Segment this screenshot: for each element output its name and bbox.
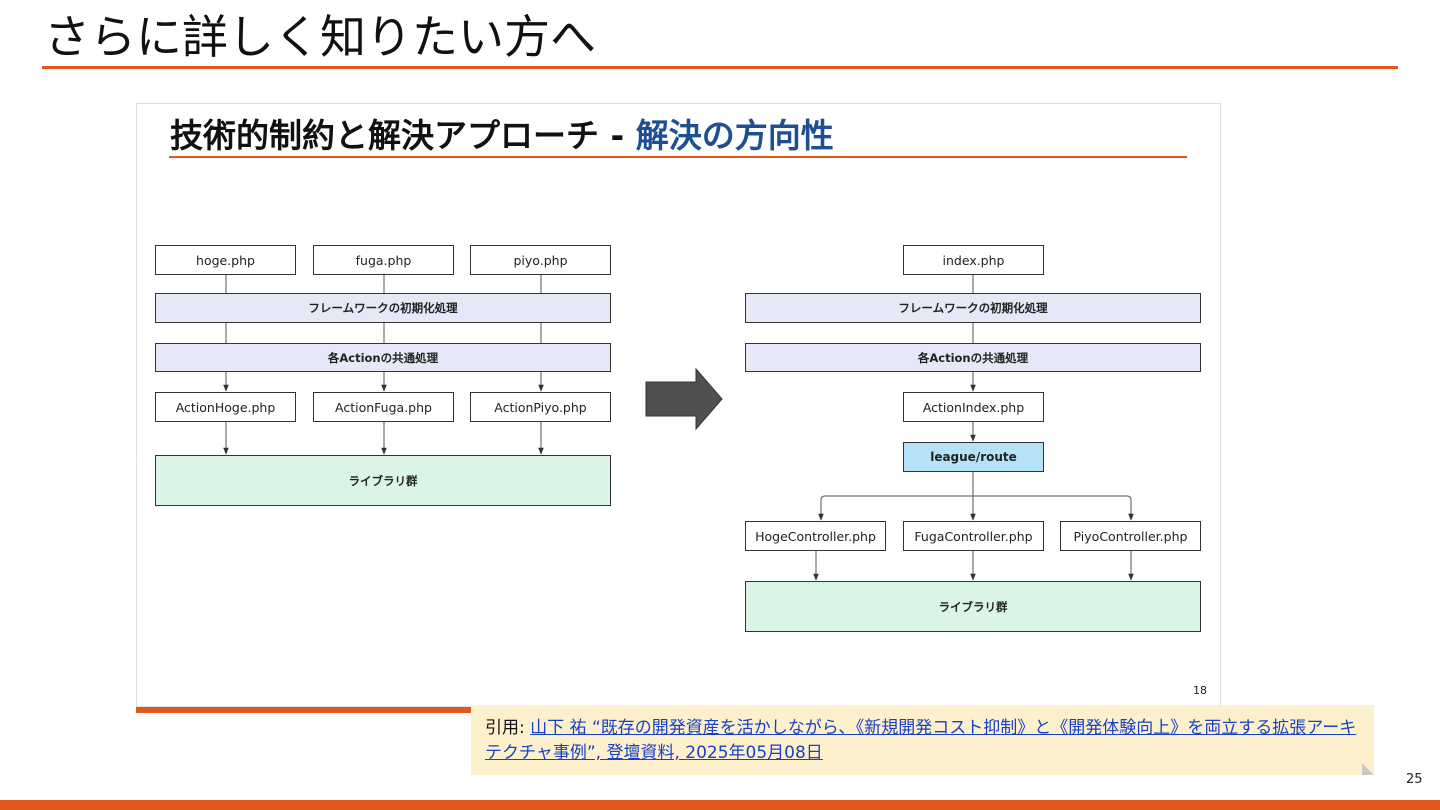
action-file-hoge: ActionHoge.php xyxy=(155,392,296,422)
common-action-after: 各Actionの共通処理 xyxy=(745,343,1201,372)
right-arrow-icon xyxy=(645,367,723,431)
connector-branch xyxy=(820,472,1132,520)
library-before: ライブラリ群 xyxy=(155,455,611,506)
citation-box: 引用: 山下 祐 “既存の開発資産を活かしながら､《新規開発コスト抑制》と《開発… xyxy=(471,705,1374,775)
footer-accent-bar xyxy=(0,800,1440,810)
slide-title: 技術的制約と解決アプローチ - 解決の方向性 xyxy=(170,114,834,158)
action-file-fuga: ActionFuga.php xyxy=(313,392,454,422)
action-file-piyo: ActionPiyo.php xyxy=(470,392,611,422)
slide-title-main: 技術的制約と解決アプローチ - xyxy=(170,116,636,155)
controller-fuga: FugaController.php xyxy=(903,521,1044,551)
common-action-before: 各Actionの共通処理 xyxy=(155,343,611,372)
page-fold-icon xyxy=(1362,763,1374,775)
title-divider xyxy=(42,66,1398,69)
embedded-slide: 技術的制約と解決アプローチ - 解決の方向性 xyxy=(136,103,1221,707)
diagram-connectors xyxy=(223,275,1134,581)
citation-link[interactable]: 山下 祐 “既存の開発資産を活かしながら､《新規開発コスト抑制》と《開発体験向上… xyxy=(485,718,1357,763)
controller-hoge: HogeController.php xyxy=(745,521,886,551)
entry-file-fuga: fuga.php xyxy=(313,245,454,275)
entry-file-piyo: piyo.php xyxy=(470,245,611,275)
slide-title-divider xyxy=(169,156,1187,158)
slide-number: 18 xyxy=(1193,684,1207,697)
framework-init-after: フレームワークの初期化処理 xyxy=(745,293,1201,323)
action-file-index: ActionIndex.php xyxy=(903,392,1044,422)
controller-piyo: PiyoController.php xyxy=(1060,521,1201,551)
framework-init-before: フレームワークの初期化処理 xyxy=(155,293,611,323)
entry-file-index: index.php xyxy=(903,245,1044,275)
library-after: ライブラリ群 xyxy=(745,581,1201,632)
entry-file-hoge: hoge.php xyxy=(155,245,296,275)
page-title: さらに詳しく知りたい方へ xyxy=(44,10,596,64)
page-number: 25 xyxy=(1406,772,1423,787)
slide-accent-bar xyxy=(136,707,472,713)
slide-title-accent: 解決の方向性 xyxy=(635,116,834,155)
citation-prefix: 引用: xyxy=(485,718,531,738)
router-box: league/route xyxy=(903,442,1044,472)
